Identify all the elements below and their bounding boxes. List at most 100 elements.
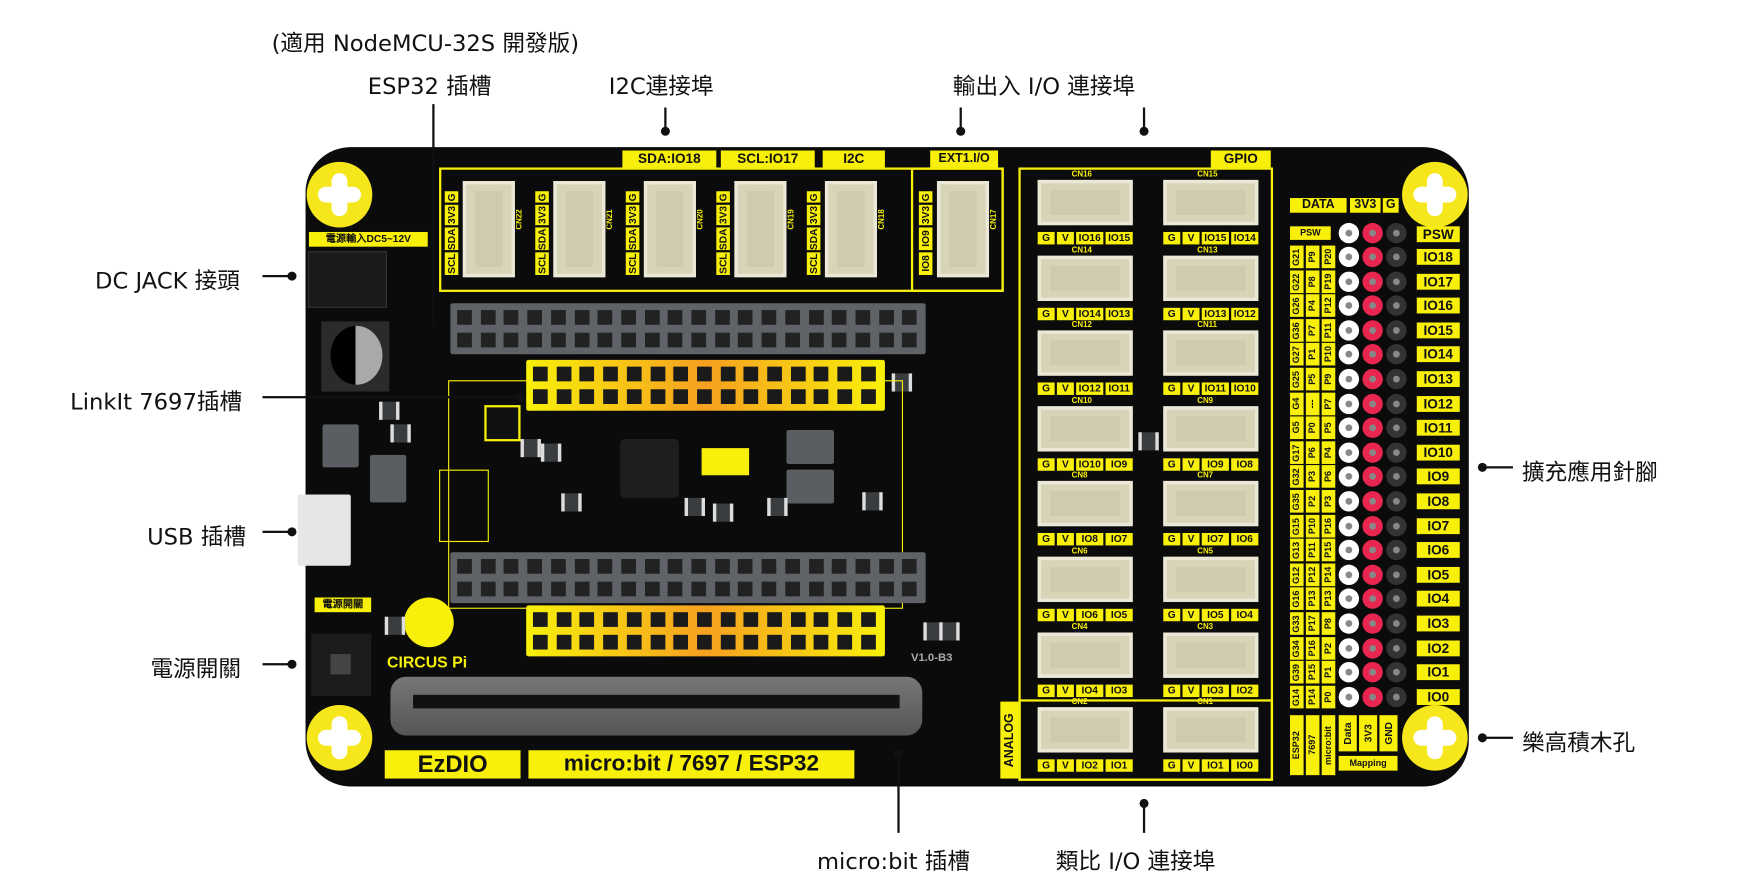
data-pin[interactable] (1338, 393, 1360, 414)
data-pin[interactable] (1338, 662, 1360, 683)
data-pin[interactable] (1338, 320, 1360, 341)
power-pin[interactable] (1362, 539, 1383, 561)
data-pin[interactable] (1338, 222, 1360, 244)
esp32-header-bottom[interactable] (450, 552, 926, 604)
gpio-connector[interactable] (1037, 632, 1133, 678)
data-pin[interactable] (1338, 491, 1360, 512)
gnd-pin[interactable] (1386, 222, 1407, 244)
data-pin[interactable] (1338, 539, 1360, 561)
gpio-connector[interactable] (1163, 255, 1259, 301)
gnd-pin[interactable] (1386, 344, 1407, 365)
gnd-pin[interactable] (1386, 417, 1407, 439)
i2c-connector[interactable] (734, 181, 787, 278)
data-pin[interactable] (1338, 588, 1360, 610)
gpio-connector[interactable] (1037, 255, 1133, 301)
gnd-pin[interactable] (1386, 613, 1407, 634)
gnd-pin[interactable] (1386, 662, 1407, 683)
power-pin[interactable] (1362, 564, 1383, 585)
7697-map-cell: P13 (1305, 587, 1320, 611)
power-pin[interactable] (1362, 368, 1383, 390)
i2c-connector[interactable] (936, 181, 990, 278)
i2c-connector[interactable] (553, 181, 606, 278)
power-pin[interactable] (1362, 588, 1383, 610)
power-pin[interactable] (1362, 515, 1383, 536)
data-pin[interactable] (1338, 466, 1360, 488)
data-pin[interactable] (1338, 686, 1360, 708)
data-pin[interactable] (1338, 295, 1360, 316)
power-pin[interactable] (1362, 686, 1383, 708)
io-pin-label: IO3 (1416, 615, 1460, 632)
gpio-connector[interactable] (1163, 556, 1259, 603)
7697-map-cell: P2 (1305, 489, 1320, 513)
data-pin[interactable] (1338, 271, 1360, 292)
header-pin (626, 389, 642, 404)
gnd-pin[interactable] (1386, 393, 1407, 414)
power-pin[interactable] (1362, 491, 1383, 512)
gpio-connector[interactable] (1037, 556, 1133, 603)
i2c-connector[interactable] (643, 181, 696, 278)
power-pin[interactable] (1362, 271, 1383, 292)
gnd-pin[interactable] (1386, 442, 1407, 463)
gpio-connector[interactable] (1163, 330, 1259, 376)
dc-jack[interactable] (307, 251, 388, 308)
gpio-connector[interactable] (1163, 632, 1259, 678)
gpio-connector[interactable] (1037, 481, 1133, 527)
data-pin[interactable] (1338, 246, 1360, 268)
gnd-pin[interactable] (1386, 564, 1407, 585)
psw-right-label: PSW (1416, 226, 1460, 243)
connector-pin-label: IO12 (1076, 382, 1104, 396)
gnd-pin[interactable] (1386, 295, 1407, 316)
data-pin[interactable] (1338, 417, 1360, 439)
data-pin[interactable] (1338, 613, 1360, 634)
power-pin[interactable] (1362, 466, 1383, 488)
data-pin[interactable] (1338, 442, 1360, 463)
data-pin[interactable] (1338, 515, 1360, 536)
gnd-pin[interactable] (1386, 320, 1407, 341)
i2c-connector[interactable] (824, 181, 877, 278)
power-pin[interactable] (1362, 393, 1383, 414)
gpio-connector[interactable] (1037, 330, 1133, 376)
gnd-pin[interactable] (1386, 246, 1407, 268)
gpio-connector[interactable] (1163, 179, 1259, 226)
power-pin[interactable] (1362, 613, 1383, 634)
header-pin (831, 332, 847, 348)
data-pin[interactable] (1338, 564, 1360, 585)
gnd-pin[interactable] (1386, 466, 1407, 488)
microbit-map-cell: P19 (1321, 269, 1336, 293)
power-pin[interactable] (1362, 417, 1383, 439)
power-pin[interactable] (1362, 662, 1383, 683)
usb-port[interactable] (297, 494, 351, 566)
header-pin (644, 559, 660, 574)
power-pin[interactable] (1362, 344, 1383, 365)
gnd-pin[interactable] (1386, 539, 1407, 561)
i2c-connector[interactable] (462, 181, 515, 278)
power-pin[interactable] (1362, 222, 1383, 244)
power-pin[interactable] (1362, 637, 1383, 659)
gnd-pin[interactable] (1386, 271, 1407, 292)
gpio-connector[interactable] (1037, 707, 1133, 753)
connector-pin-label: V (1182, 458, 1200, 471)
gnd-pin[interactable] (1386, 588, 1407, 610)
data-pin[interactable] (1338, 368, 1360, 390)
esp32-header-top[interactable] (450, 303, 926, 355)
data-pin[interactable] (1338, 344, 1360, 365)
gnd-pin[interactable] (1386, 368, 1407, 390)
gnd-pin[interactable] (1386, 637, 1407, 659)
gpio-connector[interactable] (1163, 707, 1259, 753)
power-pin[interactable] (1362, 442, 1383, 463)
gpio-connector[interactable] (1163, 481, 1259, 527)
reset-button[interactable] (484, 405, 521, 442)
power-pin[interactable] (1362, 320, 1383, 341)
gpio-connector[interactable] (1037, 179, 1133, 226)
data-pin[interactable] (1338, 637, 1360, 659)
io-pin-label: IO9 (1416, 468, 1460, 485)
power-pin[interactable] (1362, 295, 1383, 316)
gpio-connector[interactable] (1037, 406, 1133, 452)
gnd-pin[interactable] (1386, 491, 1407, 512)
gpio-connector[interactable] (1163, 406, 1259, 452)
gnd-pin[interactable] (1386, 686, 1407, 708)
gnd-pin[interactable] (1386, 515, 1407, 536)
header-pin (673, 634, 689, 650)
header-pin (527, 559, 543, 574)
power-pin[interactable] (1362, 246, 1383, 268)
